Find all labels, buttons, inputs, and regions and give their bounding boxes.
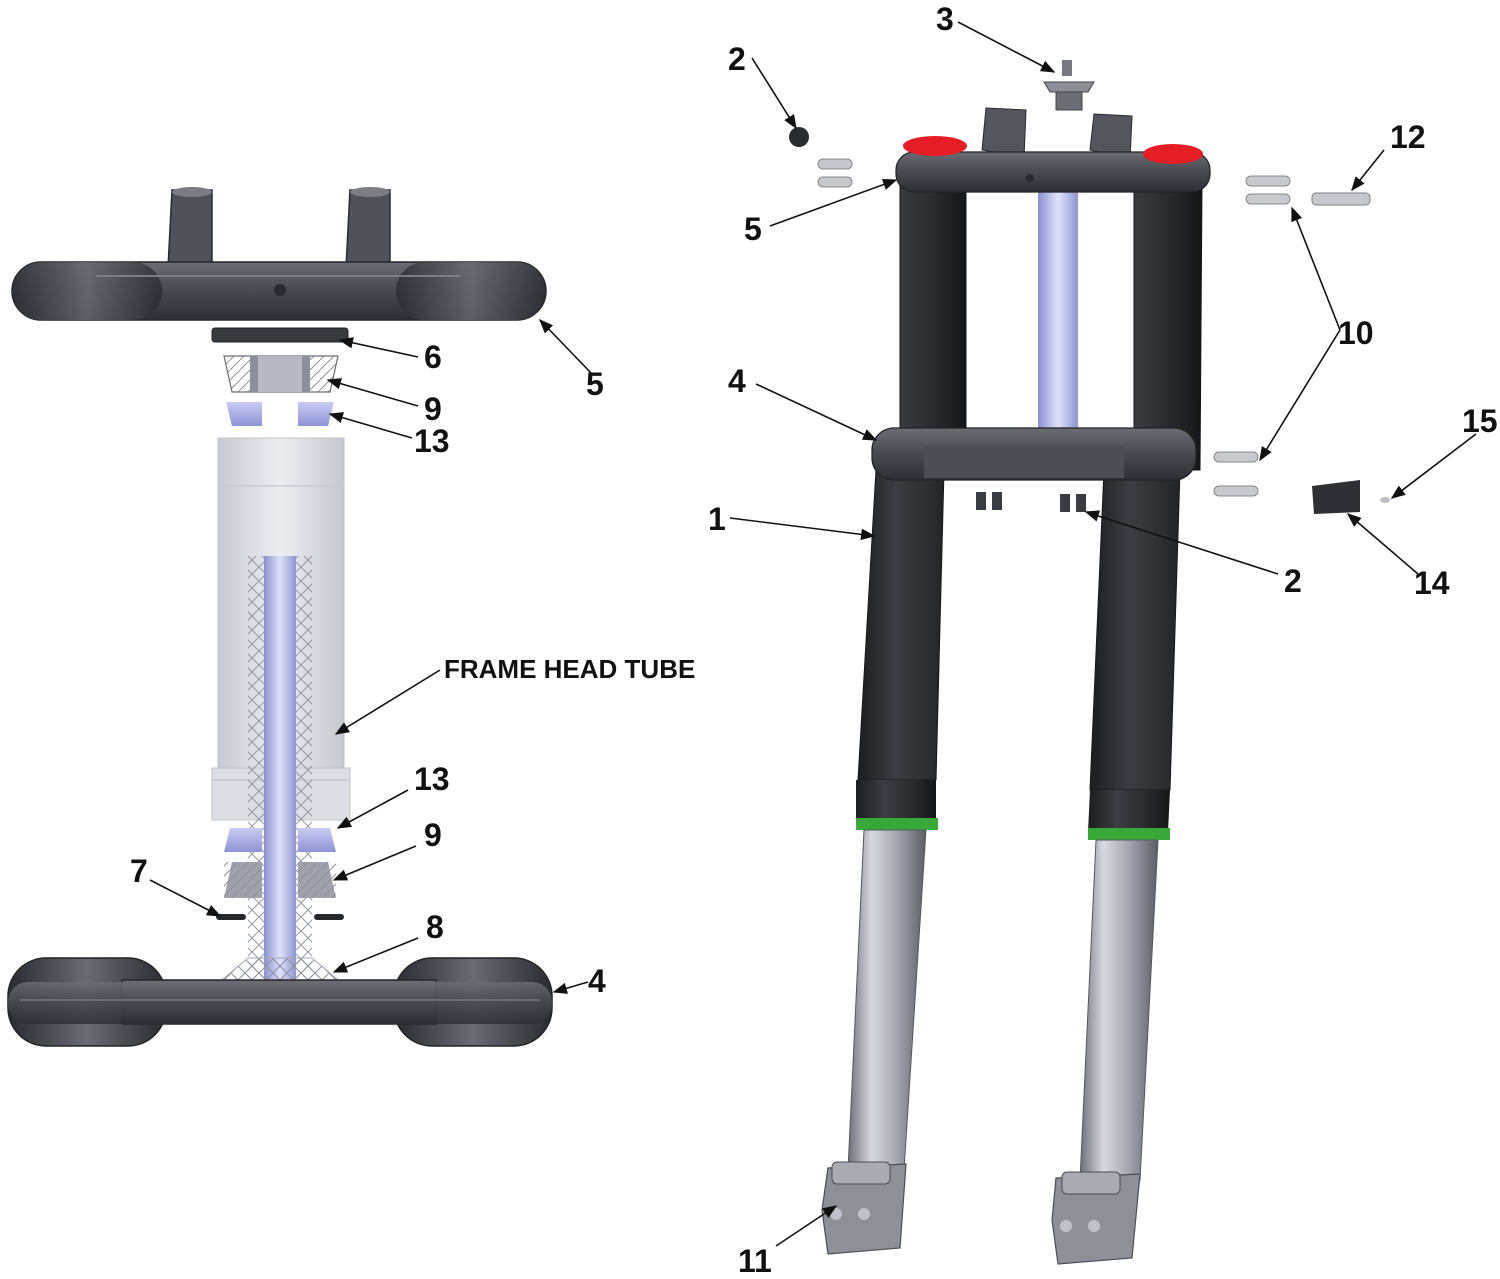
callout-1: 1	[708, 501, 726, 537]
callout-4-right: 4	[728, 363, 746, 399]
axle-clamps	[821, 1161, 1141, 1265]
pinch-bolts	[976, 492, 1086, 512]
callout-3: 3	[936, 1, 954, 37]
callout-10: 10	[1338, 315, 1374, 351]
top-triple-clamp-part	[895, 107, 1211, 193]
lower-bearing-section	[224, 862, 336, 898]
left-callouts: 5 6 9 13 FRAME HEAD TUBE 13 9 7 8 4	[130, 339, 695, 999]
callout-2-top: 2	[728, 41, 746, 77]
upper-bearing-section	[223, 355, 339, 393]
washer-section	[211, 327, 349, 343]
top-clamp-bolts	[817, 158, 853, 188]
callout-5-left: 5	[586, 366, 604, 402]
callout-11: 11	[738, 1243, 772, 1279]
plug-part	[789, 127, 809, 147]
lower-triple-clamp-part	[871, 427, 1197, 481]
callout-2-lower: 2	[1284, 563, 1302, 599]
callout-8: 8	[426, 909, 444, 945]
top-triple-clamp-section	[11, 187, 547, 321]
callout-7: 7	[130, 853, 148, 889]
clamp-bolts-10	[1213, 175, 1291, 497]
stem-nut-part	[1043, 60, 1095, 111]
screw-15-part	[1380, 497, 1390, 503]
leader-lines	[149, 21, 1477, 1247]
callout-4-left: 4	[588, 963, 606, 999]
upper-race-section	[226, 402, 334, 426]
callout-15: 15	[1462, 403, 1498, 439]
callout-13-lower: 13	[414, 761, 450, 797]
right-callouts: 2 3 12 5 10 4 15 1 2 14 11	[708, 1, 1498, 1279]
callout-9-upper: 9	[424, 391, 442, 427]
seal-section	[216, 914, 344, 920]
callout-14: 14	[1414, 565, 1450, 601]
left-fork-leg	[847, 183, 967, 1171]
lower-triple-clamp-section	[7, 957, 553, 1047]
callout-5-right: 5	[744, 211, 762, 247]
left-section-view	[7, 187, 553, 1047]
right-fork-leg	[1079, 183, 1203, 1181]
frame-head-tube-label: FRAME HEAD TUBE	[444, 654, 695, 684]
lower-race-section	[224, 828, 336, 852]
callout-13-upper: 13	[414, 423, 450, 459]
bolt-12-part	[1311, 192, 1371, 206]
callout-9-lower: 9	[424, 817, 442, 853]
guide-14-part	[1312, 480, 1360, 514]
steering-stem-part	[1038, 186, 1078, 444]
right-fork-assembly	[789, 60, 1390, 1265]
callout-12: 12	[1390, 119, 1426, 155]
callout-6: 6	[424, 339, 442, 375]
collar-section	[220, 957, 340, 981]
steering-stem-section	[248, 556, 312, 982]
